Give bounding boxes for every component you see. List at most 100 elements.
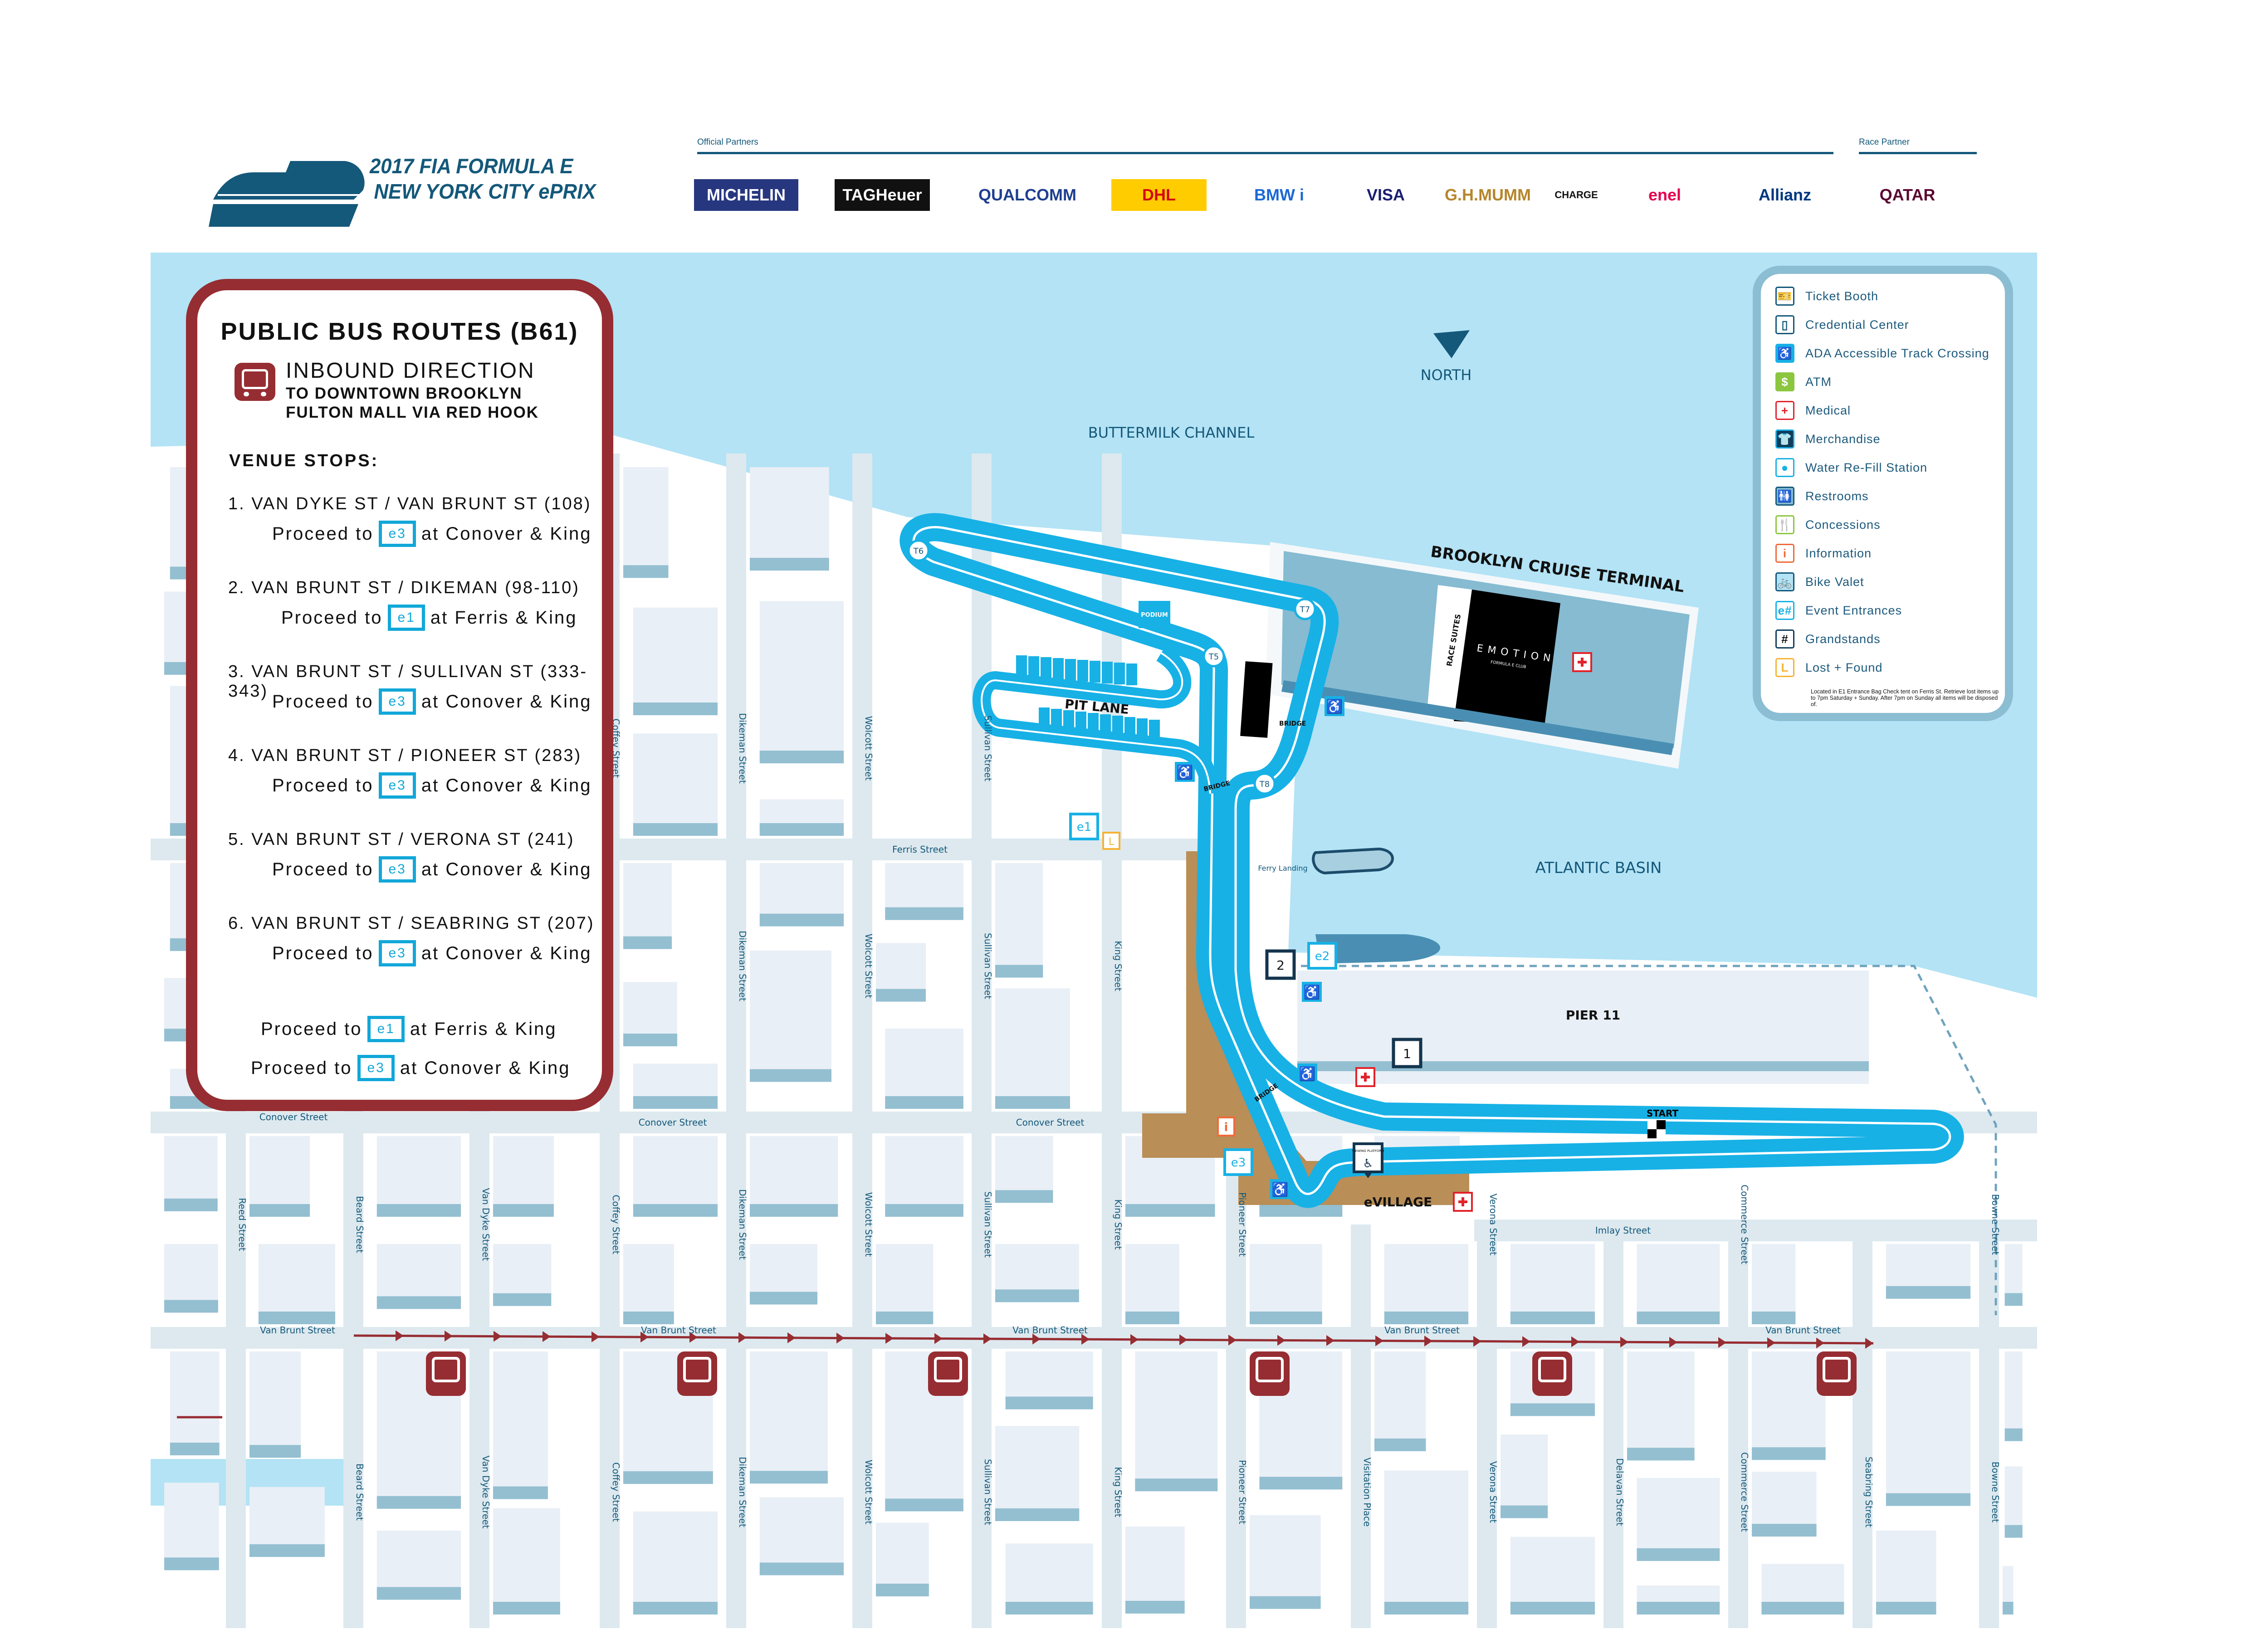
building-shadow	[2004, 1525, 2023, 1538]
street-label: Van Dyke Street	[480, 1456, 491, 1529]
street	[1979, 1224, 1999, 1628]
street-label: Imlay Street	[1595, 1225, 1651, 1236]
building-shadow	[750, 1204, 838, 1217]
bus-stop-icon[interactable]	[1532, 1351, 1572, 1396]
building-shadow	[1384, 1312, 1469, 1324]
building-shadow	[1510, 1403, 1595, 1416]
bus-direction-arrow	[983, 1333, 992, 1345]
building	[1886, 1351, 1971, 1506]
street	[1603, 1224, 1623, 1628]
grandstand-marker-1[interactable]: 1	[1392, 1038, 1422, 1068]
bus-direction-arrow	[1326, 1335, 1334, 1346]
bus-direction-arrow	[738, 1332, 747, 1343]
ada-markers: ♿♿♿♿♿	[1175, 696, 1344, 1199]
building-shadow	[1125, 1600, 1185, 1614]
bus-routes-panel: PUBLIC BUS ROUTES (B61) INBOUND DIRECTIO…	[186, 279, 613, 1111]
building-shadow	[1250, 1312, 1322, 1324]
building-shadow	[876, 989, 926, 1002]
building-shadow	[249, 1204, 310, 1217]
grandstand-marker-2[interactable]: 2	[1265, 949, 1296, 980]
building-shadow	[1125, 1312, 1179, 1324]
building-shadow	[633, 1096, 718, 1109]
building	[258, 1244, 336, 1324]
bus-direction-arrow	[396, 1330, 404, 1341]
street	[1477, 1224, 1497, 1628]
building-shadow	[1374, 1438, 1426, 1451]
entrance-marker-e3[interactable]: e3	[1223, 1148, 1253, 1176]
info-marker[interactable]: i	[1217, 1117, 1235, 1136]
building	[164, 1483, 219, 1571]
building	[1384, 1244, 1469, 1324]
evillage-label: eVILLAGE	[1364, 1195, 1432, 1210]
pit-garage	[1041, 657, 1051, 679]
street-label: Van Brunt Street	[1012, 1325, 1088, 1336]
bus-stop-icon[interactable]	[1817, 1351, 1857, 1396]
street-label: Verona Street	[1488, 1461, 1499, 1523]
legend-item: e#Event Entrances	[1775, 601, 1902, 620]
proceed-label: Proceed to	[272, 859, 374, 879]
building-shadow	[1501, 1505, 1548, 1518]
building	[493, 1136, 554, 1217]
terminal-edge	[1281, 680, 1674, 755]
entrance-marker-e1[interactable]: e1	[1069, 813, 1099, 840]
entrance-badge: e3	[379, 940, 416, 966]
building	[170, 1351, 220, 1456]
partner-logo: DHL	[1111, 179, 1207, 211]
building	[885, 1136, 963, 1217]
legend-label: Bike Valet	[1805, 575, 1864, 589]
turn-t6: T6	[913, 546, 924, 556]
proceed-label: Proceed to	[281, 607, 383, 628]
partner-logo: TAGHeuer	[835, 179, 930, 211]
bus-window	[1256, 1357, 1284, 1382]
building	[1752, 1351, 1826, 1460]
building	[750, 467, 829, 571]
ship	[1315, 934, 1440, 964]
street-label: Van Dyke Street	[480, 1188, 491, 1261]
pit-garage	[1077, 660, 1088, 682]
bus-direction-arrow	[1179, 1334, 1188, 1346]
building-shadow	[995, 1190, 1053, 1203]
legend-item: 👕 Merchandise	[1775, 429, 1881, 449]
proceed-label: Proceed to	[272, 691, 374, 712]
building	[623, 863, 672, 949]
bus-stop-icon[interactable]	[1250, 1351, 1290, 1396]
lost-found-marker[interactable]: L	[1102, 832, 1120, 850]
entrance-badge: e1	[388, 605, 425, 631]
wheelchair-icon	[1325, 696, 1344, 716]
building-shadow	[995, 1289, 1079, 1302]
street-label: King Street	[1113, 1467, 1124, 1517]
street-label: Dikeman Street	[737, 1457, 748, 1527]
atlantic-basin-label: ATLANTIC BASIN	[1535, 859, 1662, 877]
viewing-platform-marker[interactable]: VIEWING PLATFORM ♿	[1352, 1142, 1384, 1178]
bus-stop-icon[interactable]	[677, 1351, 717, 1396]
bus-direction-arrow	[1669, 1336, 1677, 1348]
partner-logo: QUALCOMM	[978, 185, 1076, 204]
building	[995, 1426, 1080, 1521]
partner-logo: QATAR	[1879, 185, 1936, 204]
building	[1374, 1351, 1426, 1451]
building-shadow	[750, 1069, 831, 1082]
entrance-marker-e2[interactable]: e2	[1307, 942, 1337, 970]
tshirt-icon: 👕	[1775, 429, 1794, 449]
building	[2004, 1351, 2023, 1441]
legend-label: Merchandise	[1805, 432, 1881, 446]
ferry-boat	[1312, 847, 1394, 875]
proceed-label: Proceed to	[261, 1019, 362, 1039]
bus-stop-icon[interactable]	[928, 1351, 968, 1396]
legend-item: ●Water Re-Fill Station	[1775, 458, 1927, 477]
street	[852, 454, 872, 1628]
wheelchair-glyph: ♿	[1176, 764, 1193, 780]
street	[726, 454, 746, 1628]
venue-boundary	[1288, 965, 1997, 1315]
building	[1125, 1244, 1179, 1324]
street-label: Sullivan Street	[982, 933, 993, 999]
restroom-icon: 🚻	[1775, 487, 1794, 506]
building-shadow	[1259, 1477, 1343, 1490]
building-shadow	[633, 823, 718, 836]
bus-stop-icon[interactable]	[426, 1351, 466, 1396]
building	[759, 601, 844, 764]
entrance-badge: e3	[379, 856, 416, 883]
